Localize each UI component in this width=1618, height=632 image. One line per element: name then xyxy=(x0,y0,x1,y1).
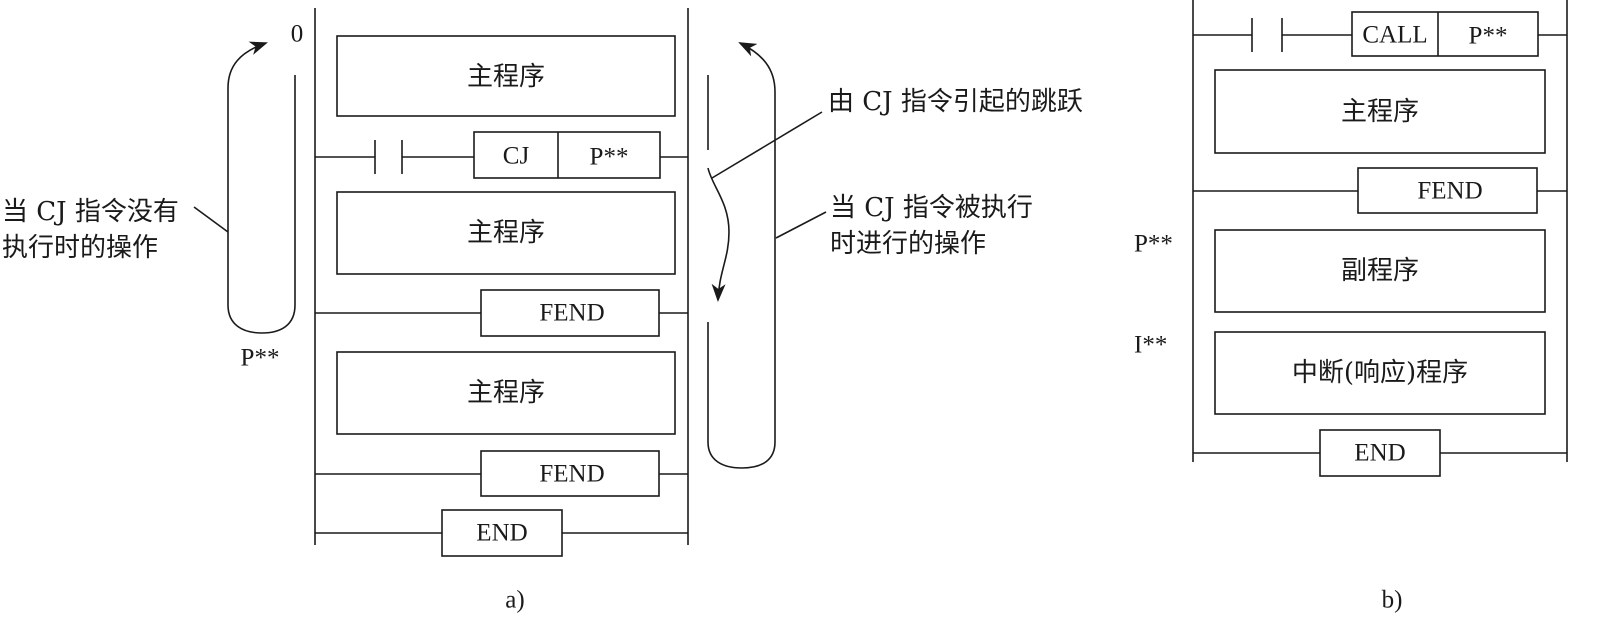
end-box-a xyxy=(441,509,563,557)
executed-note-line-2: 时进行的操作 xyxy=(830,229,986,259)
cj-rung: CJ P** xyxy=(315,131,688,179)
diagram-a: 0 主程序 CJ P** 主程序 FEND 主程序 xyxy=(2,8,1083,614)
executed-leader-line xyxy=(775,211,827,239)
fend-box-b xyxy=(1357,167,1538,214)
main-program-block-1 xyxy=(336,35,676,117)
main-program-block-2 xyxy=(336,191,676,275)
subroutine-block-label: 副程序 xyxy=(1341,256,1419,286)
diagram-b: CALL P** 主程序 FEND P** 副程序 I** 中断(响应)程序 E… xyxy=(1134,0,1568,614)
start-step-label: 0 xyxy=(291,21,304,48)
not-executed-flow-arrow xyxy=(227,41,296,334)
main-program-block-b-label: 主程序 xyxy=(1341,97,1419,127)
call-operand-label: P** xyxy=(1469,23,1508,50)
jump-note: 由 CJ 指令引起的跳跃 xyxy=(828,87,1083,117)
cj-operand-label: P** xyxy=(590,144,629,171)
call-instruction-box xyxy=(1351,11,1539,57)
jump-leader-line xyxy=(711,111,823,179)
interrupt-block xyxy=(1214,331,1546,415)
fend-rung-b: FEND xyxy=(1193,167,1567,214)
end-rung-b: END xyxy=(1193,429,1567,477)
fend-rung-2: FEND xyxy=(315,450,688,497)
fend-rung-1: FEND xyxy=(315,289,688,337)
fend-box-1 xyxy=(480,289,660,337)
cj-instruction-label: CJ xyxy=(503,143,530,170)
end-label-b: END xyxy=(1354,440,1405,467)
not-executed-leader-line xyxy=(193,206,229,233)
main-program-block-3-label: 主程序 xyxy=(467,378,545,408)
pointer-label-a: P** xyxy=(241,345,280,372)
interrupt-pointer-label: I** xyxy=(1134,332,1167,359)
main-program-block-b xyxy=(1214,69,1546,154)
end-rung-a: END xyxy=(315,509,688,557)
interrupt-block-label: 中断(响应)程序 xyxy=(1292,358,1468,388)
executed-note-line-1: 当 CJ 指令被执行 xyxy=(830,193,1033,223)
caption-a: a) xyxy=(505,587,524,614)
end-box-b xyxy=(1319,429,1441,477)
fend-label-2: FEND xyxy=(539,461,604,488)
fend-label-1: FEND xyxy=(539,300,604,327)
main-program-block-3 xyxy=(336,351,676,435)
main-program-block-1-label: 主程序 xyxy=(467,62,545,92)
subroutine-pointer-label: P** xyxy=(1134,231,1173,258)
not-executed-note-line-1: 当 CJ 指令没有 xyxy=(2,197,179,227)
subroutine-block xyxy=(1214,229,1546,313)
end-label-a: END xyxy=(476,520,527,547)
not-executed-note-line-2: 执行时的操作 xyxy=(2,233,158,263)
main-program-block-2-label: 主程序 xyxy=(467,218,545,248)
executed-flow-arrow xyxy=(707,42,776,469)
caption-b: b) xyxy=(1382,587,1403,614)
call-instruction-label: CALL xyxy=(1362,22,1427,49)
fend-label-b: FEND xyxy=(1417,178,1482,205)
cj-instruction-box xyxy=(473,131,661,179)
fend-box-2 xyxy=(480,450,660,497)
jump-flow-arrow xyxy=(707,167,730,302)
call-rung: CALL P** xyxy=(1193,11,1567,57)
